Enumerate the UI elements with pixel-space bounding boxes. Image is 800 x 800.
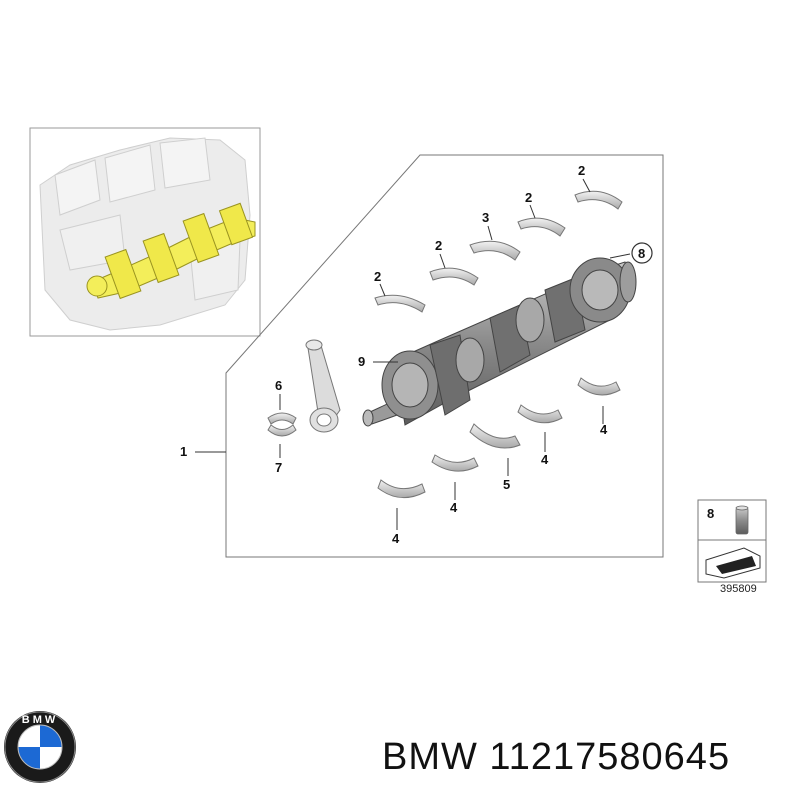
- callout-1: 1: [180, 444, 187, 459]
- callout-3: 3: [482, 210, 489, 225]
- callout-9: 9: [358, 354, 365, 369]
- bearing-shell-4d: [577, 377, 621, 396]
- legend-box: 8: [697, 499, 767, 583]
- bearing-shell-4a: [377, 479, 426, 499]
- dowel-pin-icon: [735, 505, 749, 535]
- bearing-shell-5: [469, 423, 521, 449]
- leader-lines: [279, 178, 631, 530]
- callout-4d: 4: [600, 422, 608, 437]
- bearing-shell-6: [267, 412, 297, 425]
- callout-labels: 1 2 2 3 2 2 9 6 7 4 4 5 4 4 8: [180, 163, 653, 546]
- svg-text:8: 8: [638, 246, 645, 261]
- bmw-logo: BMW: [4, 711, 76, 783]
- bearing-shell-2c: [517, 217, 566, 237]
- rod-bearing-shells: [267, 412, 297, 437]
- bearing-shell-2d: [574, 190, 623, 210]
- crankshaft-highlight: [86, 202, 256, 300]
- callout-8: 8: [631, 242, 653, 264]
- callout-5: 5: [503, 477, 510, 492]
- bearing-shell-7: [267, 424, 297, 437]
- bearing-shells-lower: [377, 377, 621, 499]
- legend-item-number: 8: [707, 506, 714, 521]
- bearing-shell-2b: [429, 267, 479, 286]
- callout-4b: 4: [450, 500, 458, 515]
- callout-2c: 2: [525, 190, 532, 205]
- callout-6: 6: [275, 378, 282, 393]
- logo-lettering: BMW: [22, 714, 59, 726]
- bearing-shells-upper: [374, 190, 623, 313]
- reference-number: 395809: [720, 583, 757, 595]
- callout-2a: 2: [374, 269, 381, 284]
- callout-2b: 2: [435, 238, 442, 253]
- bearing-shell-3: [469, 240, 521, 261]
- bearing-shell-2a: [374, 294, 426, 313]
- callout-4a: 4: [392, 531, 400, 546]
- callout-2d: 2: [578, 163, 585, 178]
- assembly-outline: [225, 154, 664, 558]
- engine-overview-thumbnail: [29, 127, 261, 337]
- crankshaft: [362, 257, 637, 427]
- bearing-shell-4c: [517, 404, 563, 424]
- part-number-caption: BMW 11217580645: [382, 736, 731, 778]
- arrow-symbol-icon: [705, 547, 761, 579]
- bearing-shell-4b: [431, 454, 479, 472]
- callout-4c: 4: [541, 452, 549, 467]
- connecting-rod: [305, 339, 341, 433]
- callout-7: 7: [275, 460, 282, 475]
